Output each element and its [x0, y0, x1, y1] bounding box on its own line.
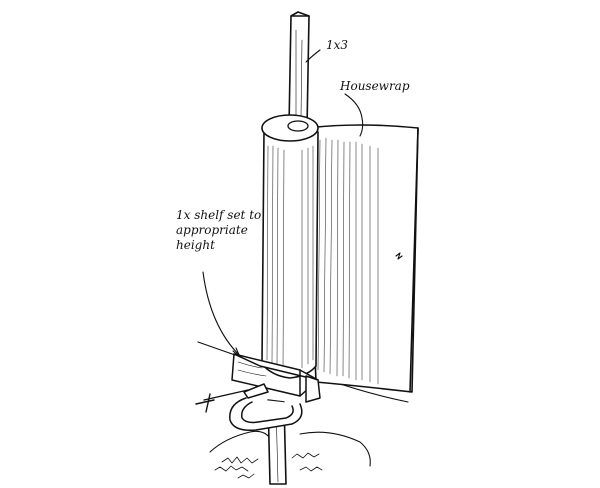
- housewrap-sheet: [305, 124, 419, 393]
- c-clamp: [195, 375, 321, 432]
- housewrap-roll: [261, 114, 319, 379]
- shelf-label: 1x shelf set to appropriate height: [176, 208, 286, 253]
- shelf-label-line-1: 1x shelf set to: [176, 208, 262, 222]
- post-size-label: 1x3: [326, 38, 349, 52]
- leader-lines: [202, 49, 364, 358]
- shelf-label-line-2: appropriate: [176, 223, 248, 237]
- housewrap-label: Housewrap: [340, 79, 410, 93]
- ground-scribbles: [214, 452, 323, 479]
- shelf-label-line-3: height: [176, 238, 215, 252]
- post-upper: [288, 11, 310, 129]
